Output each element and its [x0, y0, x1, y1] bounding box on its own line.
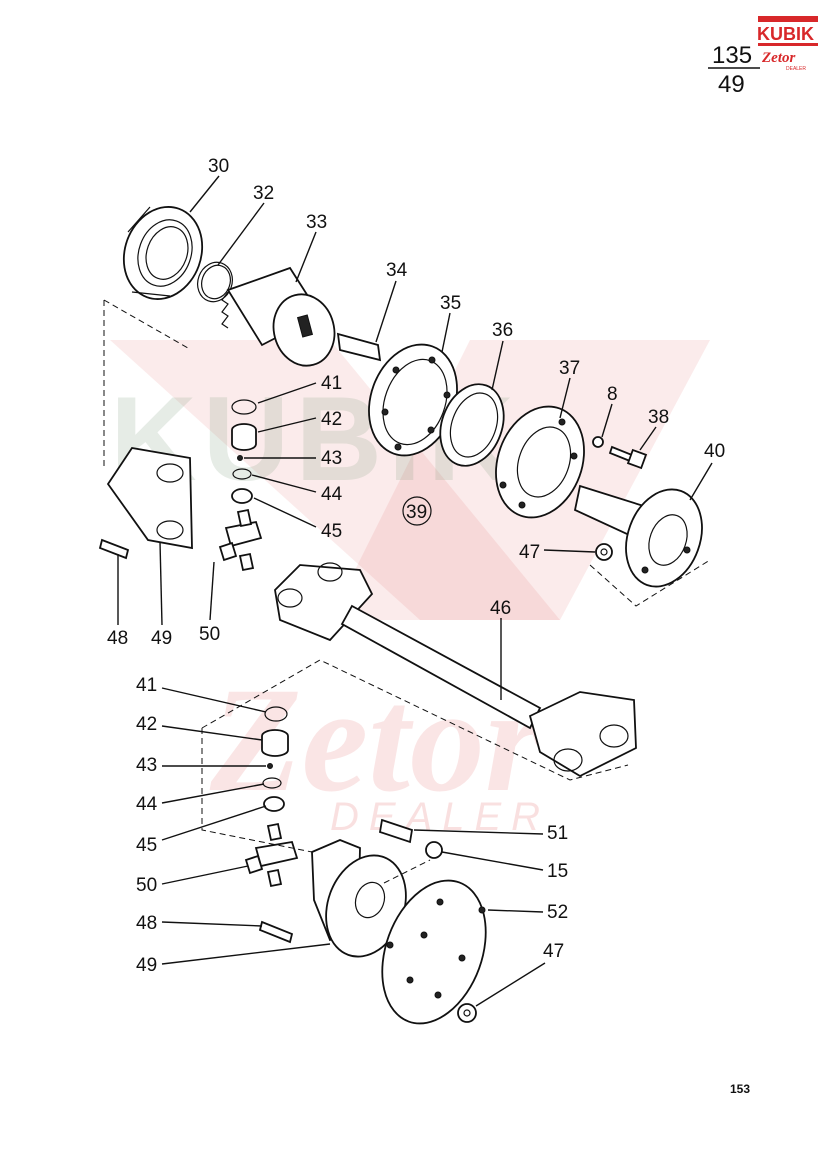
output-shaft-40 [573, 484, 703, 588]
callout-labels: 30 32 33 34 35 36 37 8 38 40 41 42 43 44… [107, 156, 725, 976]
washer-15 [425, 841, 443, 859]
seal-36 [439, 383, 505, 467]
page-ref-top: 135 [712, 42, 752, 69]
callout-50-upper: 50 [199, 624, 220, 645]
propeller-shaft-46 [274, 562, 637, 778]
logo-dealer: DEALER [786, 66, 806, 72]
callout-45-upper: 45 [321, 521, 342, 542]
gasket-35 [368, 343, 458, 457]
logo-zetor: Zetor [761, 50, 795, 66]
key-34 [336, 332, 382, 362]
callout-40: 40 [704, 441, 725, 462]
yoke-49-upper [106, 447, 193, 550]
nut-47-lower [457, 1003, 477, 1023]
callout-8: 8 [607, 384, 618, 405]
flange-37 [495, 405, 585, 519]
page-reference: 135 49 [708, 42, 760, 98]
callout-45-lower: 45 [136, 835, 157, 856]
watermark-dealer: DEALER [330, 795, 550, 839]
page-ref-bottom: 49 [718, 71, 745, 98]
callout-48-lower: 48 [136, 913, 157, 934]
callout-34: 34 [386, 260, 408, 281]
callout-47-upper: 47 [519, 542, 540, 563]
disc-52 [381, 879, 487, 1025]
callout-43-upper: 43 [321, 448, 342, 469]
callout-49-lower: 49 [136, 955, 157, 976]
bolt-51 [378, 818, 414, 844]
callout-35: 35 [440, 293, 461, 314]
snap-ring-32 [197, 261, 233, 303]
bolt-38 [608, 445, 648, 470]
callout-44-lower: 44 [136, 794, 158, 815]
nut-8 [592, 436, 604, 448]
callout-42-upper: 42 [321, 409, 342, 430]
assembly-guides [103, 299, 711, 884]
callout-47-lower: 47 [543, 941, 564, 962]
bearing-30 [122, 206, 204, 300]
callout-48-upper: 48 [107, 628, 128, 649]
callout-33: 33 [306, 212, 327, 233]
callout-37: 37 [559, 358, 580, 379]
leader-lines [117, 175, 713, 1007]
logo-brand: KUBIK [757, 24, 814, 44]
ujoint-parts-lower [244, 706, 299, 888]
circle-39 [402, 496, 432, 526]
callout-46: 46 [490, 598, 511, 619]
page-number: 153 [730, 1082, 750, 1096]
callout-30: 30 [208, 156, 229, 177]
callout-15: 15 [547, 861, 568, 882]
bolt-48-lower [258, 920, 294, 944]
callout-38: 38 [648, 407, 669, 428]
callout-41-lower: 41 [136, 675, 157, 696]
ujoint-parts-upper [218, 399, 263, 572]
nut-47-upper [595, 543, 613, 561]
callout-50-lower: 50 [136, 875, 157, 896]
callout-36: 36 [492, 320, 513, 341]
callout-51: 51 [547, 823, 568, 844]
bolt-48-upper [98, 538, 130, 560]
splined-hub-33 [221, 266, 336, 367]
callout-39: 39 [406, 502, 427, 523]
yoke-49-lower [311, 839, 407, 958]
kubik-zetor-logo: KUBIK Zetor DEALER [757, 16, 818, 72]
callout-42-lower: 42 [136, 714, 157, 735]
callout-44-upper: 44 [321, 484, 343, 505]
callout-32: 32 [253, 183, 274, 204]
callout-52: 52 [547, 902, 568, 923]
callout-41-upper: 41 [321, 373, 342, 394]
callout-49-upper: 49 [151, 628, 172, 649]
callout-43-lower: 43 [136, 755, 157, 776]
